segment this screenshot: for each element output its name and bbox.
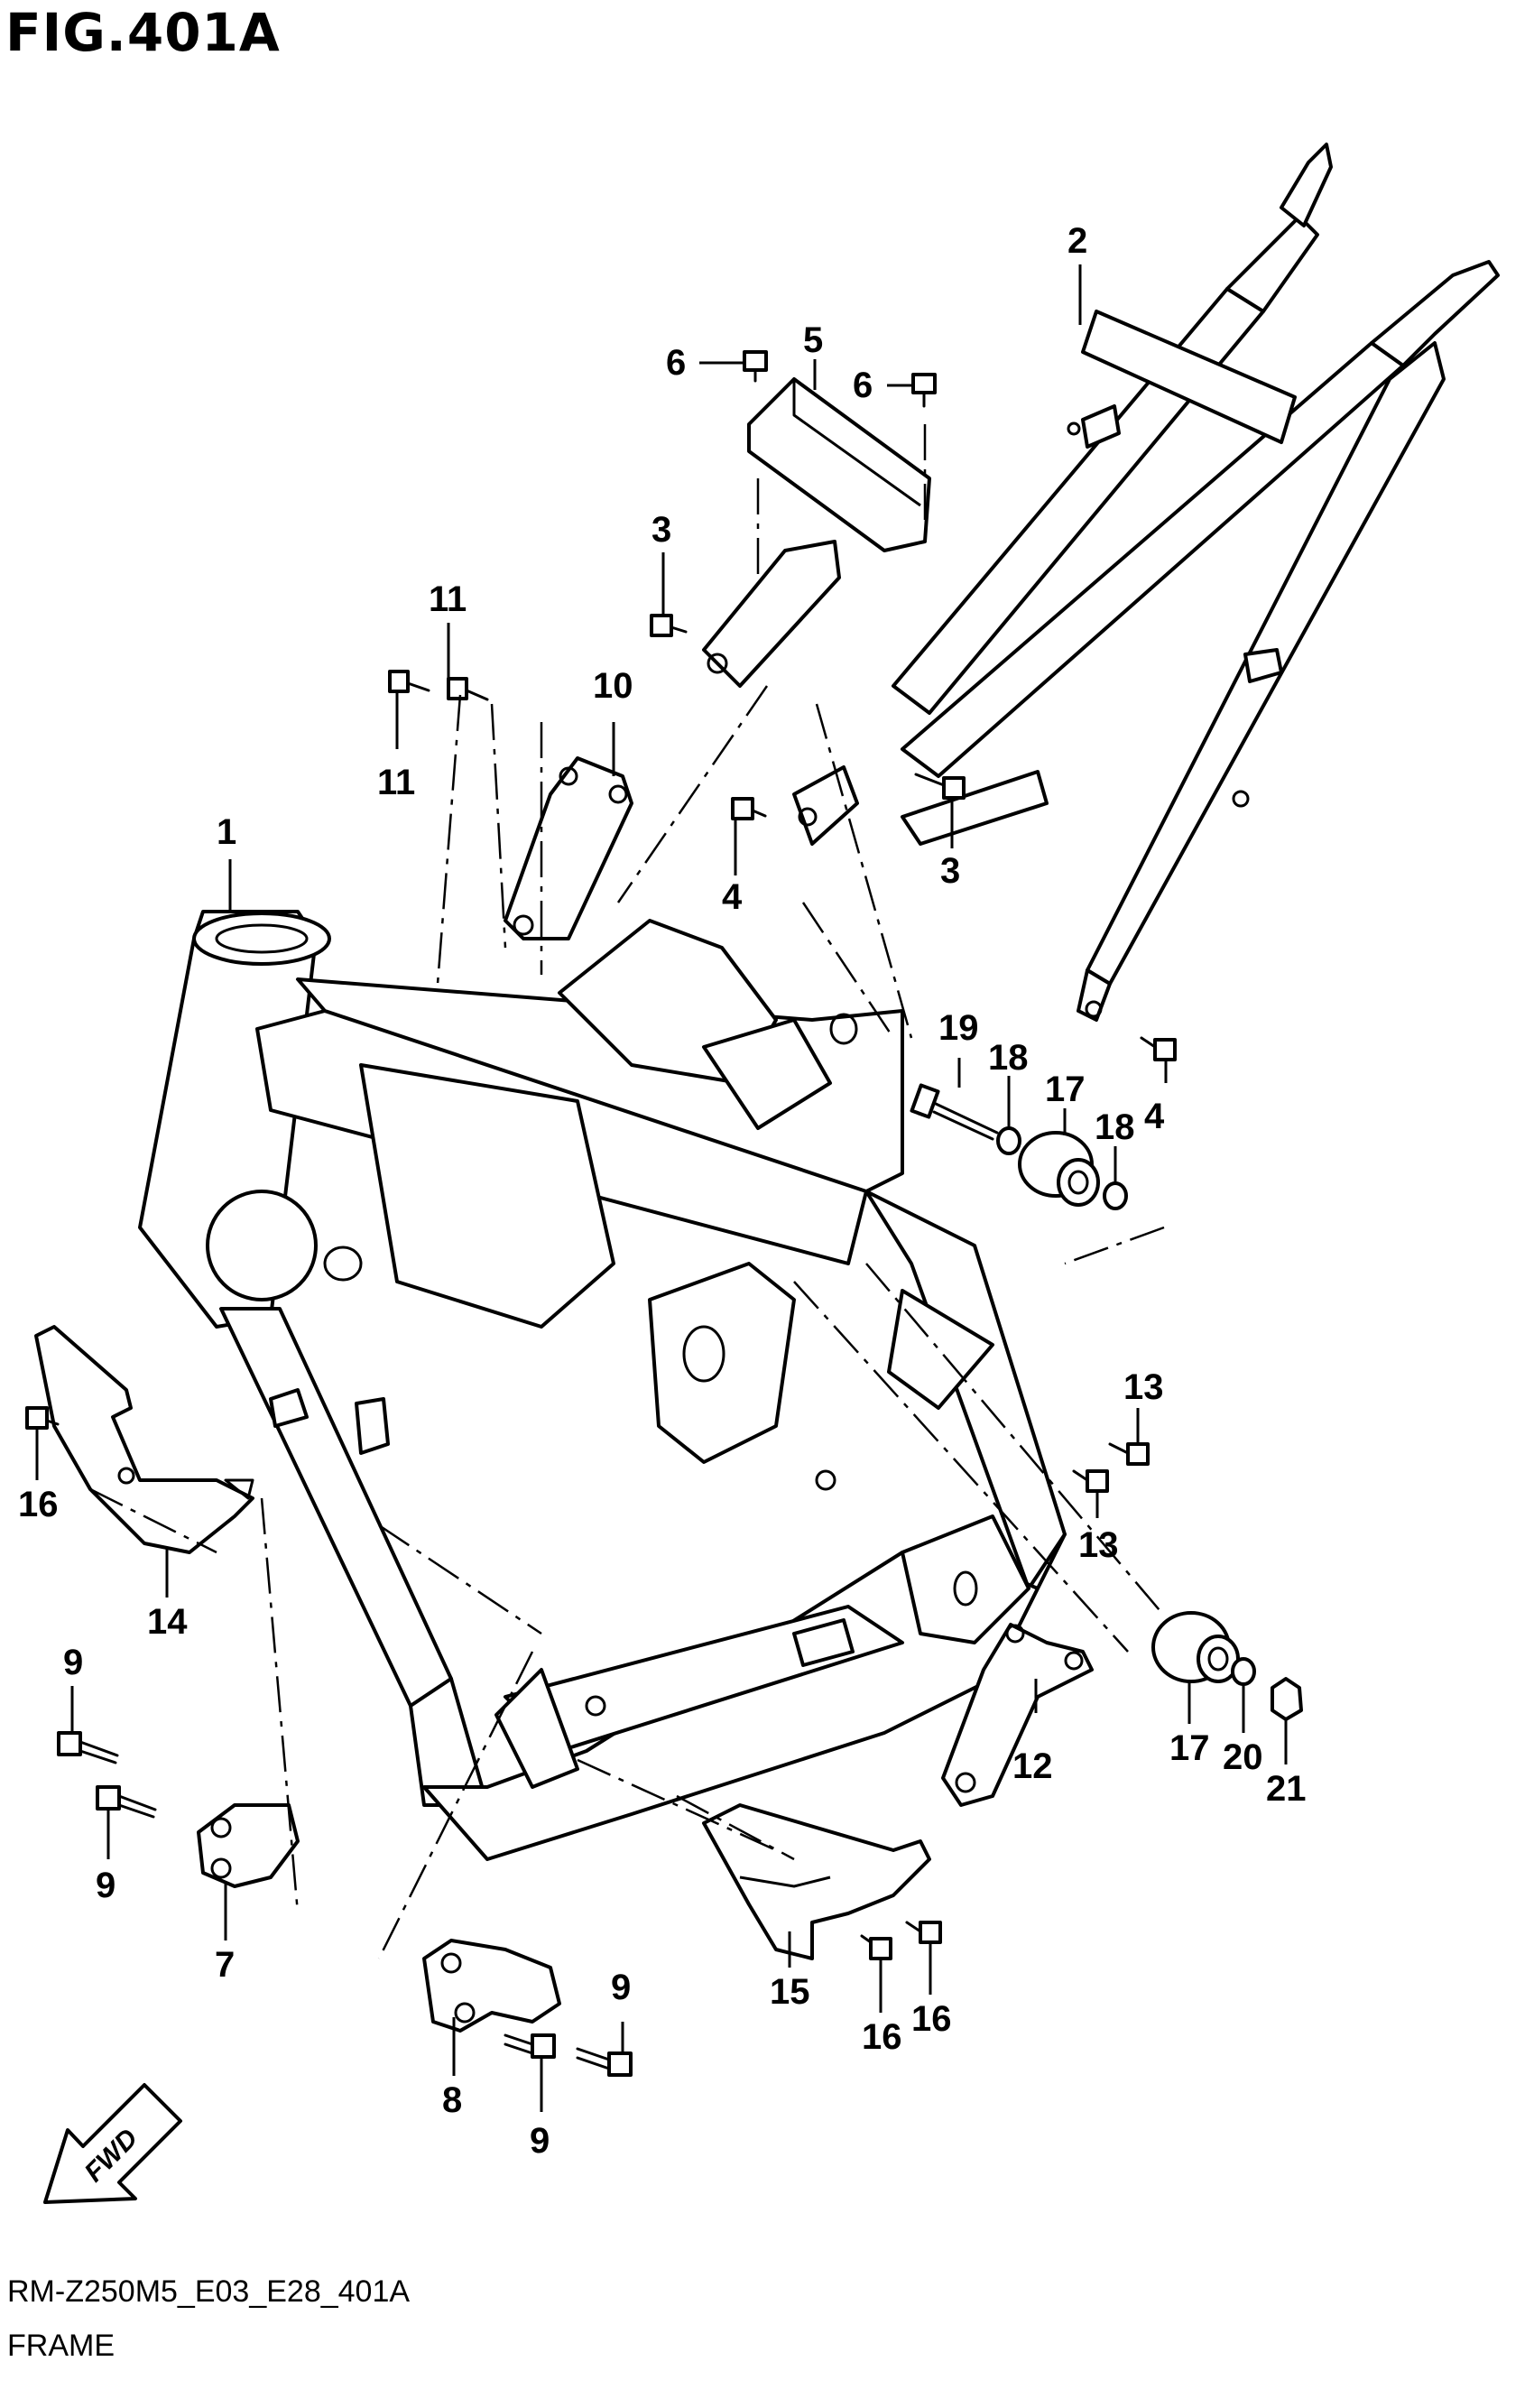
figure-title: FIG.401A <box>5 2 281 63</box>
callout-3: 3 <box>940 851 960 891</box>
callout-17: 17 <box>1045 1070 1086 1109</box>
callout-7: 7 <box>215 1945 235 1985</box>
bolts <box>25 350 1177 2077</box>
callout-8: 8 <box>442 2080 462 2120</box>
callout-labels: 1 2 3 3 4 4 5 6 6 7 8 9 9 9 9 10 11 11 1… <box>18 221 1307 2161</box>
fwd-arrow: FWD <box>43 2083 182 2204</box>
callout-9: 9 <box>530 2121 550 2161</box>
callout-18: 18 <box>1095 1107 1135 1147</box>
spacer-17-lower <box>1151 1611 1240 1683</box>
callout-20: 20 <box>1223 1737 1263 1777</box>
callout-17: 17 <box>1169 1728 1210 1768</box>
callout-13: 13 <box>1078 1525 1119 1565</box>
engine-mount-bracket-7 <box>197 1803 300 1888</box>
leader-lines <box>35 264 1288 2112</box>
callout-18: 18 <box>988 1038 1029 1078</box>
callout-11: 11 <box>429 579 467 619</box>
callout-16: 16 <box>862 2017 902 2057</box>
rear-subframe <box>892 143 1500 1022</box>
callout-16: 16 <box>18 1485 59 1524</box>
callout-2: 2 <box>1067 221 1087 261</box>
callout-11: 11 <box>377 763 415 802</box>
engine-mount-bracket-8 <box>422 1939 561 2033</box>
callout-10: 10 <box>593 666 633 706</box>
callout-4: 4 <box>722 877 743 917</box>
callout-4: 4 <box>1144 1097 1165 1136</box>
callout-19: 19 <box>938 1008 979 1048</box>
lower-engine-bracket <box>941 1623 1094 1807</box>
callout-16: 16 <box>911 1999 952 2039</box>
callout-14: 14 <box>147 1602 188 1642</box>
washers-and-nut <box>996 1126 1303 1721</box>
callout-1: 1 <box>217 812 236 852</box>
callout-13: 13 <box>1123 1367 1164 1407</box>
diagram-code: RM-Z250M5_E03_E28_401A <box>7 2274 411 2309</box>
diagram-caption: FRAME <box>7 2329 115 2363</box>
callout-6: 6 <box>666 343 686 383</box>
callout-21: 21 <box>1266 1769 1307 1809</box>
assembly-lines <box>89 424 1165 1959</box>
callout-9: 9 <box>63 1643 83 1682</box>
main-frame <box>138 910 1067 1861</box>
callout-12: 12 <box>1012 1746 1053 1786</box>
subframe-front-mount <box>702 540 859 846</box>
frame-guard-left <box>34 1325 254 1554</box>
spacer-17-upper <box>1018 1131 1100 1207</box>
callout-9: 9 <box>96 1866 116 1905</box>
seat-bracket <box>747 377 931 552</box>
callout-5: 5 <box>803 320 823 360</box>
callout-15: 15 <box>770 1972 810 2012</box>
callout-3: 3 <box>651 510 671 550</box>
callout-9: 9 <box>611 1968 631 2007</box>
upper-engine-bracket <box>504 756 633 940</box>
callout-6: 6 <box>853 366 873 405</box>
